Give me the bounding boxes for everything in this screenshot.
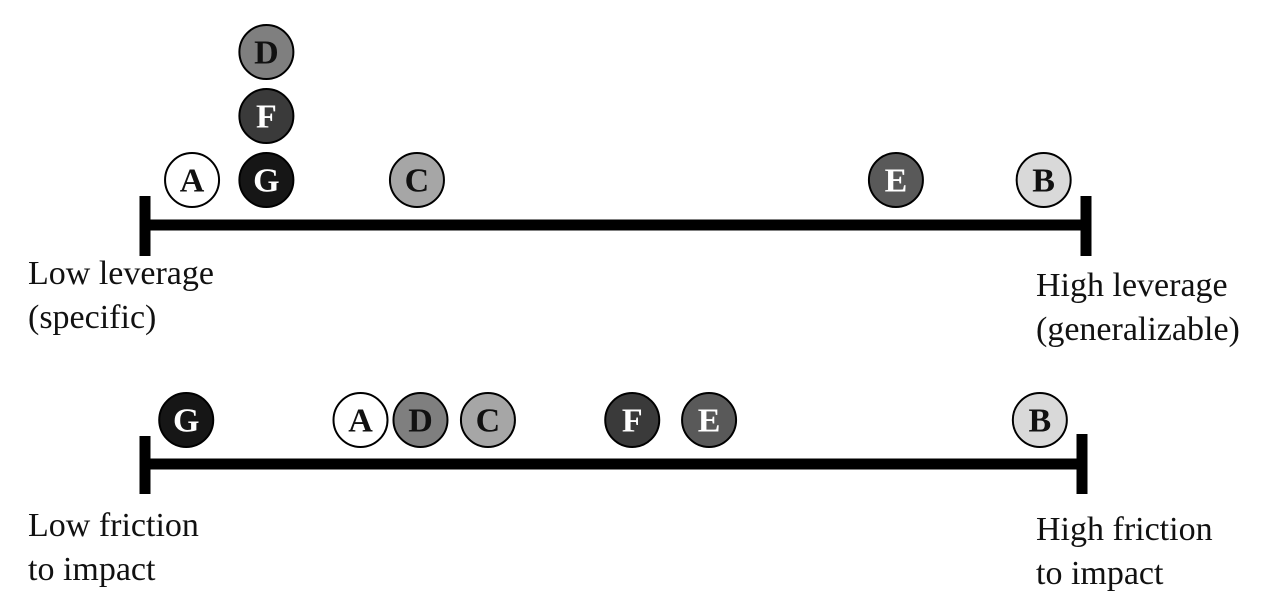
marker-circle — [238, 24, 295, 80]
marker-letter: B — [1028, 403, 1051, 440]
friction-scale: Low friction to impact High friction to … — [28, 392, 1213, 592]
friction-marker-d: D — [392, 392, 449, 448]
friction-marker-g: G — [158, 392, 215, 448]
marker-circle — [604, 392, 661, 448]
marker-letter: F — [622, 403, 643, 440]
marker-circle — [388, 152, 445, 208]
marker-circle — [238, 88, 295, 144]
marker-letter: G — [253, 163, 279, 200]
leverage-high-label-line2: (generalizable) — [1036, 311, 1240, 348]
leverage-marker-c: C — [388, 152, 445, 208]
leverage-marker-e: E — [867, 152, 924, 208]
friction-marker-e: E — [681, 392, 738, 448]
leverage-markers: A GFD C E B — [164, 24, 1072, 208]
marker-circle — [459, 392, 516, 448]
friction-marker-c: C — [459, 392, 516, 448]
marker-letter: A — [180, 163, 205, 200]
marker-letter: C — [405, 163, 430, 200]
friction-high-label-line2: to impact — [1036, 555, 1164, 592]
friction-marker-f: F — [604, 392, 661, 448]
marker-circle — [238, 152, 295, 208]
friction-low-label-line2: to impact — [28, 551, 156, 588]
friction-high-label-line1: High friction — [1036, 511, 1213, 548]
marker-letter: C — [476, 403, 501, 440]
marker-letter: G — [173, 403, 199, 440]
marker-circle — [332, 392, 389, 448]
marker-circle — [164, 152, 221, 208]
leverage-scale: Low leverage (specific) High leverage (g… — [28, 24, 1240, 348]
marker-circle — [1015, 152, 1072, 208]
marker-circle — [1011, 392, 1068, 448]
marker-letter: E — [698, 403, 721, 440]
marker-circle — [681, 392, 738, 448]
leverage-marker-g: G — [238, 152, 295, 208]
friction-marker-a: A — [332, 392, 389, 448]
friction-marker-b: B — [1011, 392, 1068, 448]
leverage-marker-a: A — [164, 152, 221, 208]
marker-letter: E — [885, 163, 908, 200]
leverage-marker-f: F — [238, 88, 295, 144]
leverage-marker-d: D — [238, 24, 295, 80]
marker-circle — [867, 152, 924, 208]
marker-letter: F — [256, 99, 277, 136]
marker-letter: D — [254, 35, 279, 72]
marker-letter: D — [408, 403, 433, 440]
leverage-marker-b: B — [1015, 152, 1072, 208]
leverage-high-label-line1: High leverage — [1036, 267, 1228, 304]
marker-circle — [392, 392, 449, 448]
friction-low-label-line1: Low friction — [28, 507, 199, 544]
leverage-low-label-line1: Low leverage — [28, 255, 214, 292]
marker-circle — [158, 392, 215, 448]
leverage-low-label-line2: (specific) — [28, 299, 156, 336]
marker-letter: B — [1032, 163, 1055, 200]
marker-letter: A — [348, 403, 373, 440]
